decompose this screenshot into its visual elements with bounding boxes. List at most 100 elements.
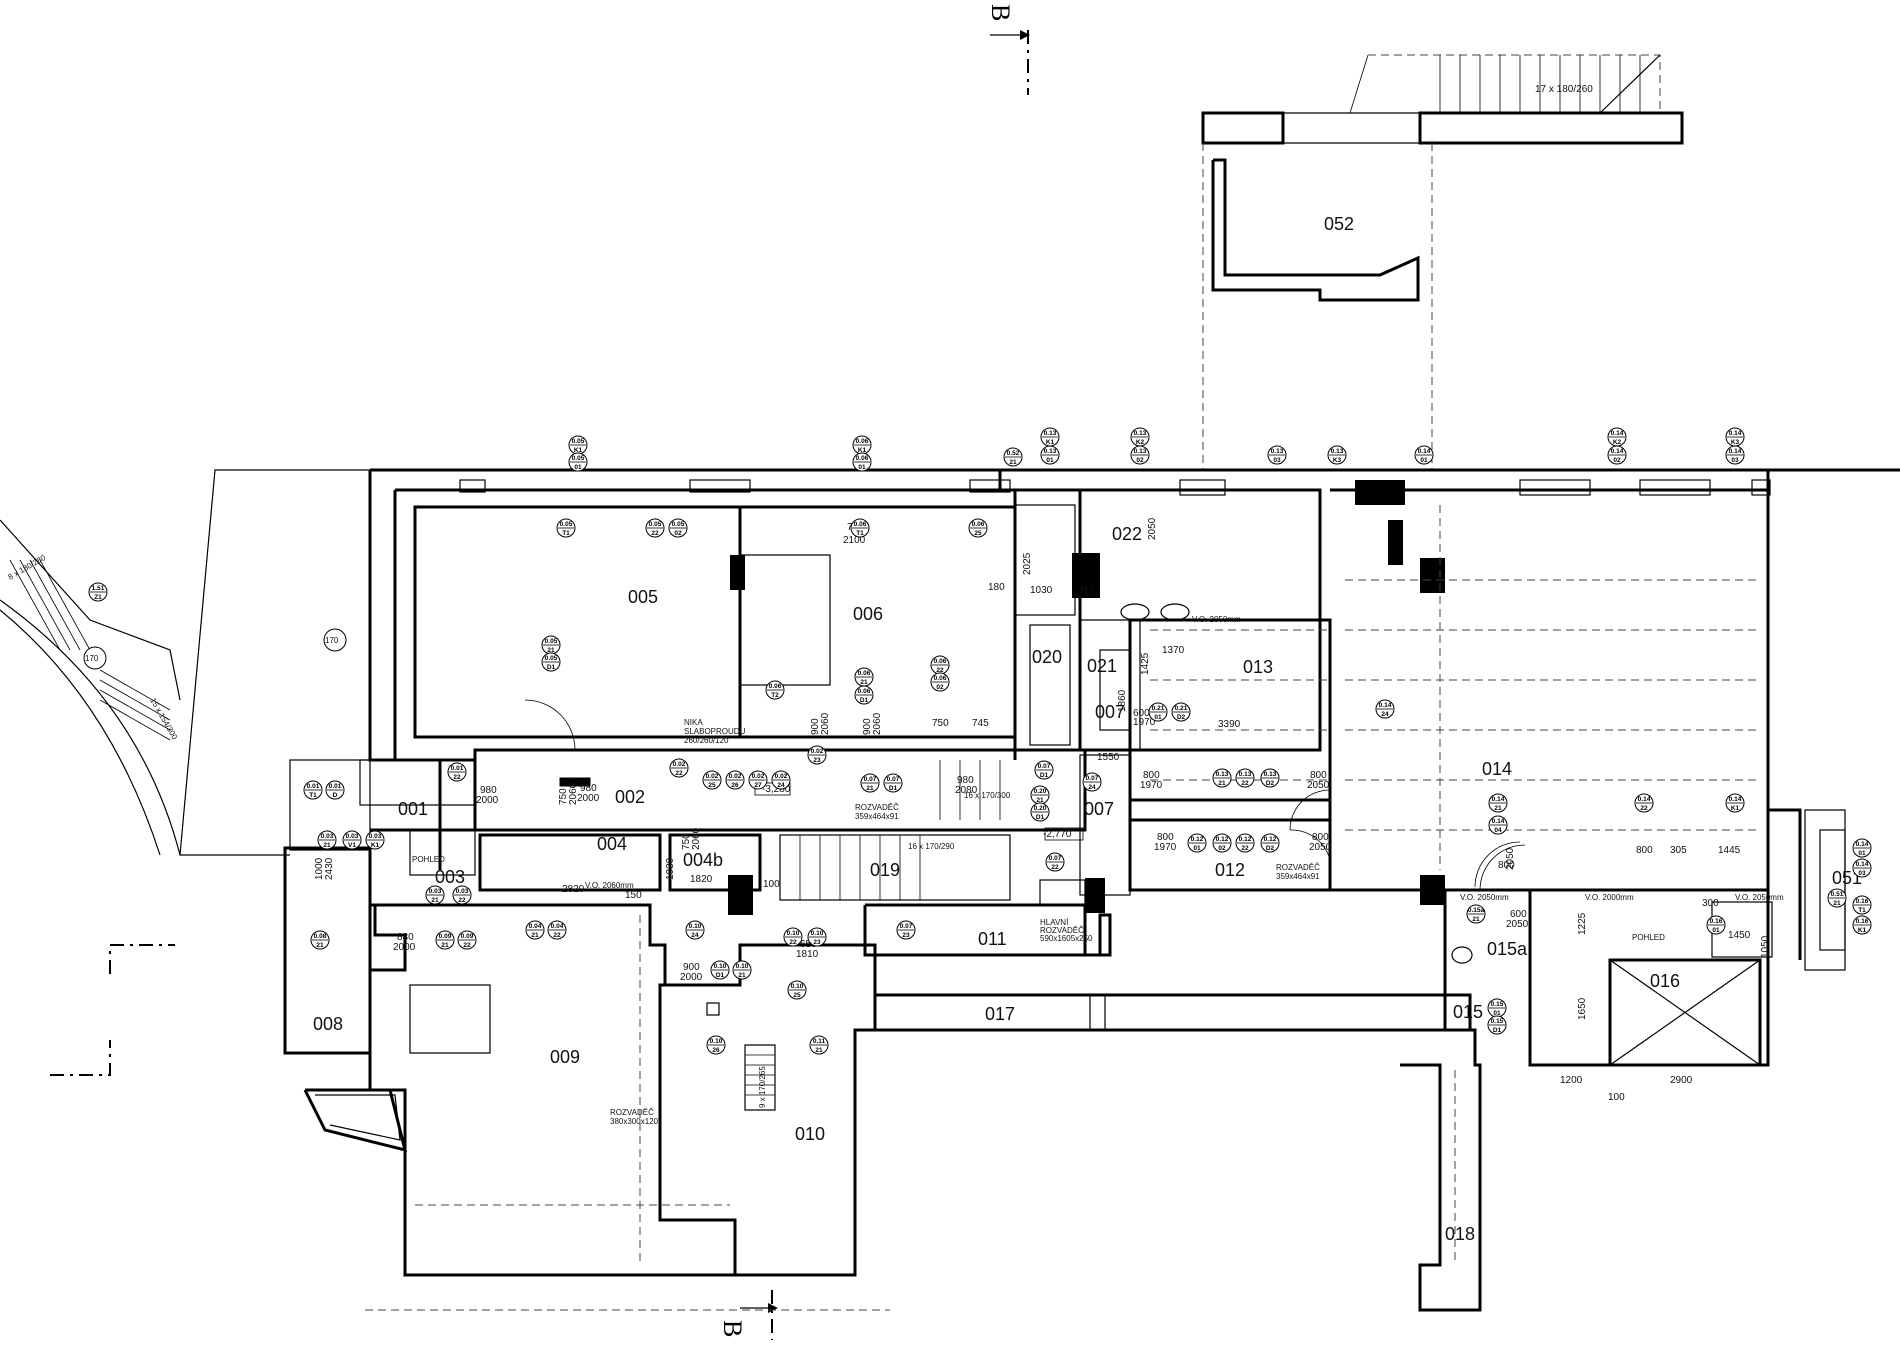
room-019-label: 019	[870, 860, 900, 880]
reference-tag-top: 0.02	[752, 773, 765, 780]
reference-tag-top: 0.14	[1611, 430, 1624, 437]
reference-tag-bottom: 25	[708, 782, 716, 789]
reference-tag-top: 0.12	[1239, 836, 1252, 843]
dim-2000b: 2000	[577, 793, 600, 804]
nika-size-label: 260/260/120	[684, 736, 729, 745]
dim-800c: 800	[1157, 832, 1174, 843]
dim-900b: 900	[810, 718, 821, 735]
axis-marker-left1	[109, 944, 175, 975]
reference-tag-bottom: 21	[1833, 900, 1841, 907]
reference-tag: 0.12 02	[1212, 833, 1232, 853]
reference-tag-bottom: 02	[936, 684, 944, 691]
reference-tag-top: 0.13	[1134, 430, 1147, 437]
vo4-label: V.O. 2000mm	[1585, 893, 1634, 902]
stair-left2-label: 15 x 154/300	[148, 697, 179, 742]
room-001-label: 001	[398, 799, 428, 819]
section-marker-bottom: B	[718, 1290, 778, 1340]
reference-tag-top: 0.15	[1491, 1018, 1504, 1025]
section-letter-bottom: B	[718, 1320, 747, 1337]
reference-tag: 0.03 22	[452, 885, 472, 905]
reference-tag-top: 0.12	[1264, 836, 1277, 843]
reference-tag-top: 0.14	[1856, 861, 1869, 868]
reference-tag-top: 0.07	[1086, 775, 1099, 782]
reference-tag-top: 0.16	[1710, 918, 1723, 925]
reference-tag-top: 0.16	[1856, 918, 1869, 925]
pohled1-label: POHLED	[412, 855, 445, 864]
reference-tag-top: 0.21	[1175, 705, 1188, 712]
dim-150: 150	[625, 890, 642, 901]
reference-tag-top: 0.12	[1216, 836, 1229, 843]
reference-tag-bottom: 22	[553, 932, 561, 939]
slaboproud-label: SLABOPROUDU	[684, 727, 746, 736]
reference-tag-bottom: 02	[1218, 845, 1226, 852]
room-021-label: 021	[1087, 656, 1117, 676]
reference-tag-bottom: 22	[458, 897, 466, 904]
room-019-011: 019 16 x 170/290 16 x 170/300 011 HLAVNÍ…	[779, 760, 1112, 960]
reference-tag-bottom: K3	[1333, 457, 1342, 464]
reference-tag-bottom: K1	[1858, 927, 1867, 934]
dim-800a: 800	[1143, 770, 1160, 781]
dim-745: 745	[972, 718, 989, 729]
reference-tag-top: 0.06	[856, 438, 869, 445]
reference-tag-bottom: 01	[1858, 850, 1866, 857]
reference-tag-bottom: 01	[1712, 927, 1720, 934]
reference-tag-top: 0.06	[858, 670, 871, 677]
dim-800b: 800	[1310, 770, 1327, 781]
reference-tag-bottom: K1	[858, 447, 867, 454]
reference-tag: 0.16 01	[1706, 915, 1726, 935]
room-013-label: 013	[1243, 657, 1273, 677]
dim-900c: 900	[683, 962, 700, 973]
dim-2060c: 2060	[872, 712, 883, 735]
dim-1370: 1370	[1162, 645, 1185, 656]
reference-tag-bottom: 02	[1613, 457, 1621, 464]
room-007-label: 007	[1084, 799, 1114, 819]
reference-tag-bottom: 21	[738, 972, 746, 979]
reference-tag-top: 0.04	[551, 923, 564, 930]
dim-750b: 750	[681, 833, 692, 850]
hlavni-size-label: 590x1605x250	[1040, 934, 1093, 943]
reference-tag: 0.06 21	[854, 667, 874, 687]
dim-2000c: 2000	[680, 972, 703, 983]
rozvadec1-size: 359x464x91	[855, 812, 899, 821]
reference-tag: 0.04 22	[547, 920, 567, 940]
reference-tag-bottom: 25	[974, 530, 982, 537]
reference-tag-bottom: 23	[902, 932, 910, 939]
reference-tag-bottom: T1	[309, 792, 317, 799]
reference-tag-bottom: D2	[1266, 845, 1275, 852]
reference-tag-top: 0.03	[456, 888, 469, 895]
vo5-label: V.O. 2050mm	[1735, 893, 1784, 902]
dim-2050c: 2050	[1147, 517, 1158, 540]
reference-tag-top: 0.02	[706, 773, 719, 780]
section-letter-top: B	[986, 4, 1015, 21]
dim-1050: 1050	[1760, 935, 1771, 958]
level-3280: -3,280	[762, 784, 791, 795]
reference-tag-bottom: 01	[1420, 457, 1428, 464]
reference-tag-bottom: 21	[860, 679, 868, 686]
reference-tag-bottom: 21	[323, 842, 331, 849]
rooms-015-016: 051 016 015a 015 POHLED 1450 1200 2900 1…	[1451, 809, 1862, 1103]
dim-100b: 100	[1608, 1092, 1625, 1103]
dim-980c: 980	[957, 775, 974, 786]
axis-marker-left2	[50, 1040, 111, 1076]
